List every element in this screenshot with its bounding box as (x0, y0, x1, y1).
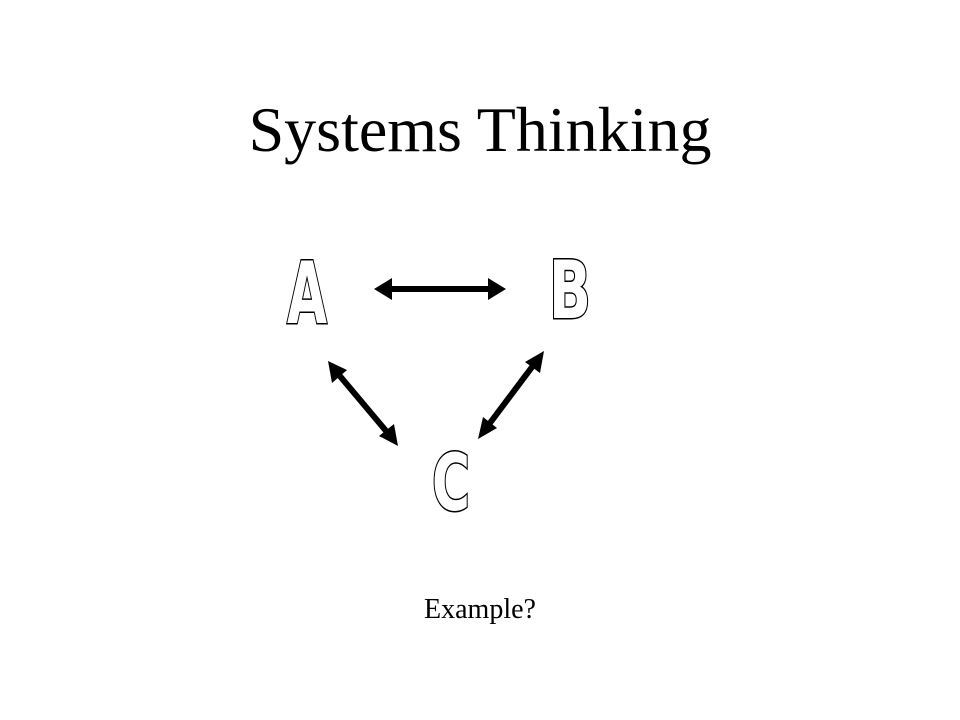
edge-a-b-arrowhead-left (374, 278, 392, 300)
node-b-label: B (549, 244, 591, 337)
slide-caption: Example? (424, 594, 536, 625)
edge-b-c-arrowhead-top (525, 351, 544, 373)
edge-a-b-arrowhead-right (488, 278, 506, 300)
edge-a-c-arrowhead-top (328, 361, 347, 383)
edge-b-c-arrow (481, 357, 541, 433)
node-a-label: A (287, 244, 327, 344)
edge-a-c-arrow (331, 367, 395, 440)
edge-b-c-arrowhead-bottom (478, 417, 497, 439)
edge-a-c-arrowhead-bottom (379, 424, 398, 446)
slide-title: Systems Thinking (248, 94, 712, 165)
node-c-label: C (432, 439, 470, 529)
